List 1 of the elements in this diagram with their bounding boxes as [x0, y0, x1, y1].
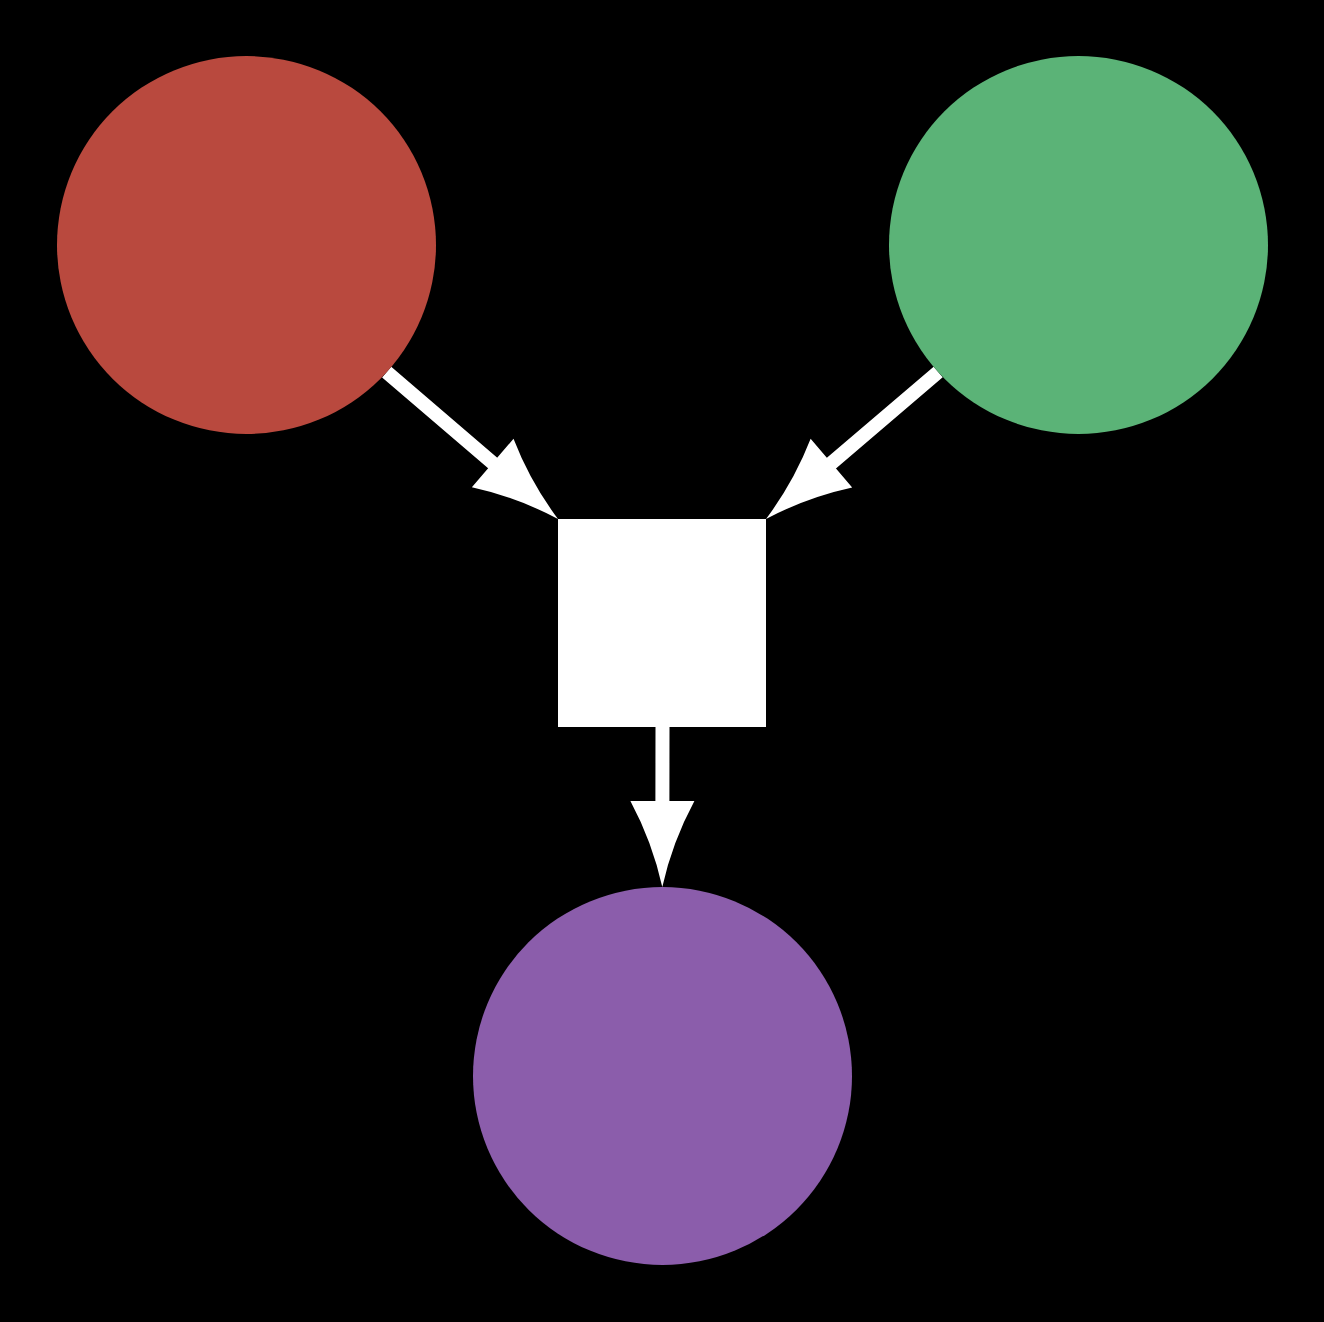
- square-node: [558, 519, 766, 727]
